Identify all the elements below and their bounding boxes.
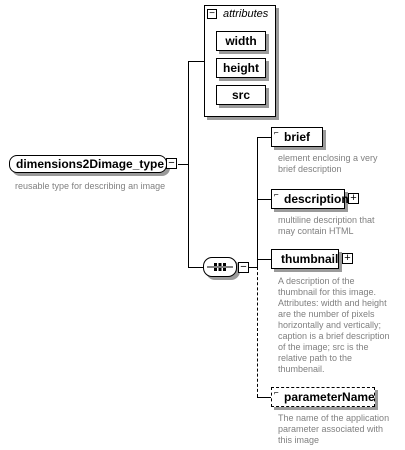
thumbnail-desc-line: horizontally and vertically; [278,320,382,330]
content-model-icon: ⌐ [274,190,279,199]
connector-to-description [257,199,271,200]
brief-desc-line: element enclosing a very [278,153,378,163]
element-description-label: description [284,192,349,206]
thumbnail-desc-line: Attributes: width and height [278,298,387,308]
description-desc-line: multiline description that [278,215,375,225]
connector-main-trunk [178,164,188,165]
connector-sequence-out [249,267,257,268]
parametername-desc-line: this image [278,435,320,445]
brief-desc-line: brief description [278,164,342,174]
element-brief[interactable]: ⌐ brief [271,127,323,147]
description-expand-icon[interactable]: + [348,193,359,204]
sequence-icon [207,263,233,271]
thumbnail-desc-line: thumbnail for this image. [278,287,377,297]
thumbnail-description: A description of the thumbnail for this … [278,276,405,375]
attribute-width[interactable]: width [216,31,266,51]
content-model-icon: ⌐ [274,128,279,137]
connector-to-parametername [257,397,271,398]
attribute-src[interactable]: src [216,85,266,105]
connector-children-vertical-optional [257,267,258,397]
element-brief-label: brief [284,130,311,144]
connector-trunk-vertical [188,61,189,268]
connector-to-brief [257,137,271,138]
connector-to-sequence [188,267,203,268]
sequence-compositor[interactable] [203,257,237,277]
element-thumbnail-label: thumbnail [281,252,339,266]
main-description: reusable type for describing an image [15,181,166,191]
thumbnail-expand-icon[interactable]: + [342,253,353,264]
thumbnail-desc-line: caption is a brief description [278,331,390,341]
connector-to-attributes [188,61,204,62]
main-collapse-icon[interactable]: − [166,158,177,169]
attribute-height[interactable]: height [216,58,266,78]
element-thumbnail[interactable]: thumbnail [271,249,339,269]
attributes-collapse-icon[interactable]: − [207,9,217,19]
sequence-collapse-icon[interactable]: − [238,262,249,273]
main-element[interactable]: dimensions2Dimage_type [9,155,167,173]
thumbnail-desc-line: relative path to the [278,353,353,363]
description-desc-line: may contain HTML [278,226,354,236]
thumbnail-desc-line: of the image; src is the [278,342,369,352]
description-description: multiline description that may contain H… [278,215,403,237]
brief-description: element enclosing a very brief descripti… [278,153,403,175]
parametername-desc-line: The name of the application [278,413,390,423]
attributes-title: attributes [223,8,269,20]
thumbnail-desc-line: are the number of pixels [278,309,375,319]
connector-children-vertical [257,137,258,267]
parametername-desc-line: parameter associated with [278,424,384,434]
thumbnail-desc-line: thumbenail. [278,364,325,374]
element-parametername-label: parameterName [284,390,375,404]
thumbnail-desc-line: A description of the [278,276,355,286]
element-parametername[interactable]: ⌐ parameterName [271,387,375,407]
element-description[interactable]: ⌐ description [271,189,349,209]
connector-to-thumbnail [257,259,271,260]
parametername-description: The name of the application parameter as… [278,413,405,446]
content-model-icon: ⌐ [274,388,279,397]
